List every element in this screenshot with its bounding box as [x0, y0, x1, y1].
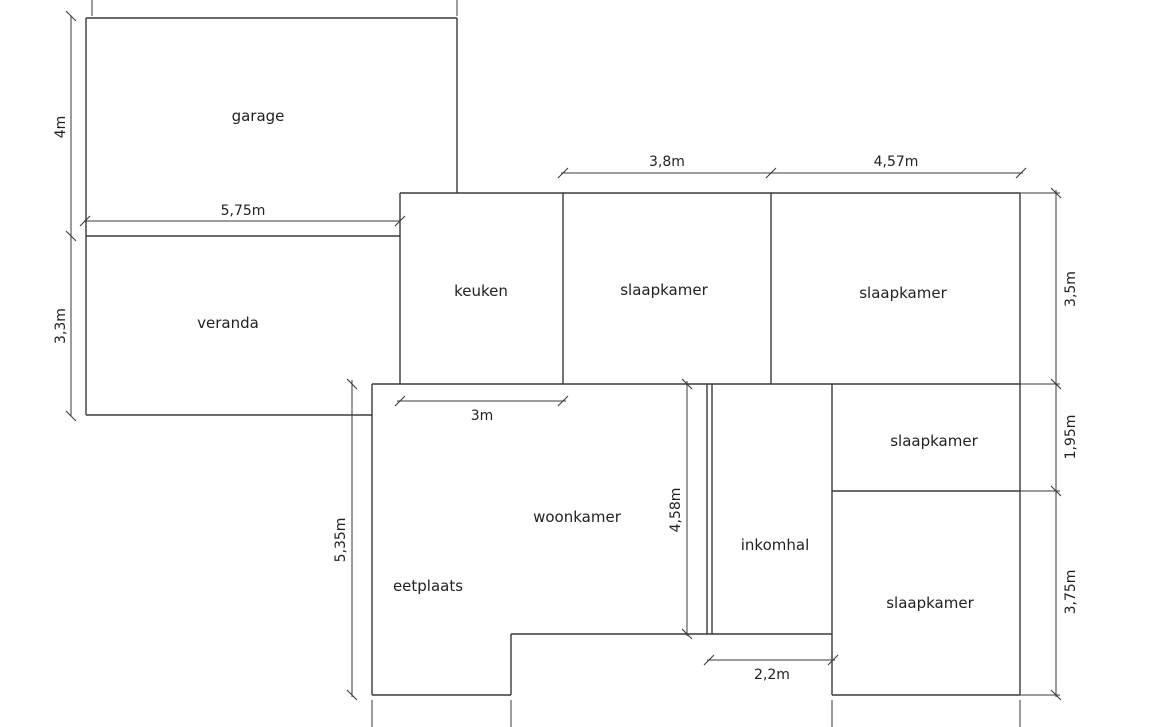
dim-tick — [557, 167, 569, 179]
room-label-slaapkamer-4: slaapkamer — [886, 594, 974, 612]
room-label-woonkamer: woonkamer — [533, 508, 622, 526]
dim-label-garage-height: 4m — [53, 116, 69, 139]
dim-tick — [703, 654, 715, 666]
room-label-slaapkamer-1: slaapkamer — [620, 281, 708, 299]
dim-label-slaapkamer-4-height: 3,75m — [1063, 570, 1079, 615]
dim-tick — [346, 378, 358, 390]
dim-tick — [681, 628, 693, 640]
dim-label-woonkamer-inner-height: 4,58m — [668, 488, 684, 533]
walls — [85, 17, 1021, 696]
dim-tick — [1015, 167, 1027, 179]
dim-tick — [827, 654, 839, 666]
dim-tick — [394, 215, 406, 227]
dim-tick — [1050, 187, 1062, 199]
room-label-slaapkamer-2: slaapkamer — [859, 284, 947, 302]
room-label-keuken: keuken — [454, 282, 508, 300]
dim-label-veranda-height: 3,3m — [53, 308, 69, 344]
room-label-veranda: veranda — [197, 314, 259, 332]
dim-label-inkomhal-width: 2,2m — [754, 667, 790, 683]
dimension-lines — [65, 0, 1062, 727]
room-labels: garage veranda keuken slaapkamer slaapka… — [197, 107, 978, 612]
room-label-inkomhal: inkomhal — [741, 536, 809, 554]
dim-tick — [65, 410, 77, 422]
dim-tick — [65, 10, 77, 22]
dim-label-slaapkamer-3-height: 1,95m — [1063, 415, 1079, 460]
dim-tick — [681, 378, 693, 390]
dim-tick — [1050, 689, 1062, 701]
dim-tick — [79, 215, 91, 227]
room-label-garage: garage — [232, 107, 285, 125]
dim-tick — [557, 395, 569, 407]
dim-tick — [1050, 485, 1062, 497]
dim-tick — [394, 395, 406, 407]
dim-label-keuken-width: 3m — [471, 408, 494, 424]
dim-tick — [346, 689, 358, 701]
room-label-slaapkamer-3: slaapkamer — [890, 432, 978, 450]
room-label-eetplaats: eetplaats — [393, 577, 463, 595]
dimension-labels: 4m 3,3m 5,75m 3,8m 4,57m 3,5m 3m 1,95m 4… — [53, 116, 1079, 683]
dim-label-slaapkamer-2-width: 4,57m — [874, 154, 919, 170]
dim-label-slaapkamer-2-height: 3,5m — [1063, 271, 1079, 307]
dim-label-woonkamer-height: 5,35m — [333, 518, 349, 563]
dim-label-veranda-width: 5,75m — [221, 203, 266, 219]
dim-label-slaapkamer-1-width: 3,8m — [649, 154, 685, 170]
dim-tick — [1050, 378, 1062, 390]
